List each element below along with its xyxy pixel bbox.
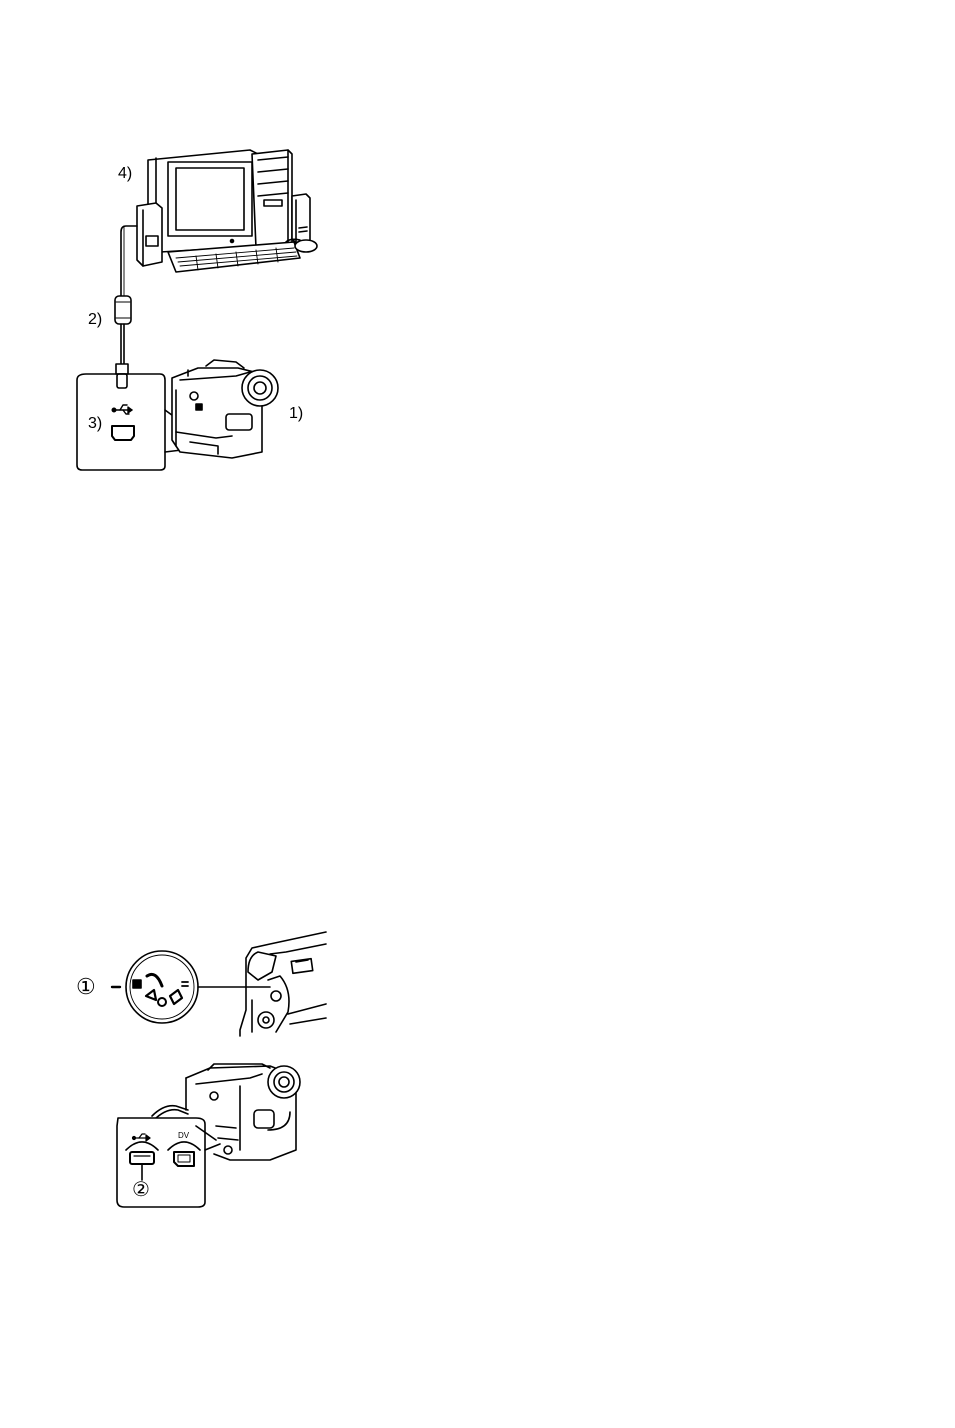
usb-icon [112, 405, 132, 414]
label-camera: 1) [289, 406, 303, 422]
label-computer: 4) [118, 166, 132, 182]
monitor [148, 150, 262, 256]
mini-usb-port [112, 426, 134, 440]
label-cable: 2) [88, 312, 102, 328]
usb-cable [115, 226, 137, 388]
label-dial-step: ① [76, 976, 96, 998]
camcorder [172, 360, 278, 458]
label-port: 3) [88, 416, 102, 432]
tower [252, 150, 292, 248]
label-dv: DV [178, 1132, 189, 1140]
label-usb-step: ② [132, 1180, 150, 1200]
left-speaker [137, 203, 162, 266]
right-speaker [292, 194, 310, 243]
